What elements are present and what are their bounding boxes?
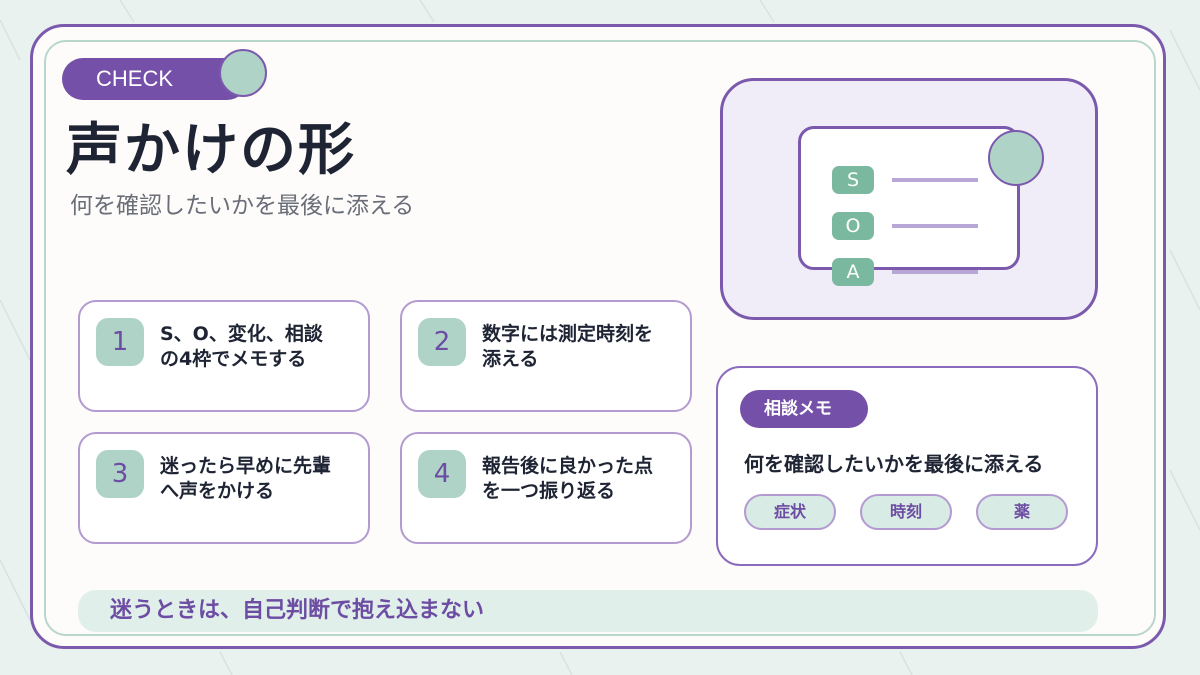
text-line-icon	[892, 178, 978, 182]
memo-document-icon	[798, 126, 1020, 270]
memo-text: 何を確認したいかを最後に添える	[744, 452, 1044, 476]
footer-note: 迷うときは、自己判断で抱え込まない	[78, 590, 1098, 632]
page-subtitle: 何を確認したいかを最後に添える	[70, 193, 415, 219]
step-number: 2	[418, 318, 466, 366]
chip-time: 時刻	[860, 494, 952, 530]
check-badge: CHECK	[62, 58, 248, 100]
slide-inner-border	[44, 40, 1156, 636]
document-circle-icon	[988, 130, 1044, 186]
step-number: 1	[96, 318, 144, 366]
step-text: 報告後に良かった点 を一つ振り返る	[482, 455, 654, 502]
step-card-4: 4 報告後に良かった点 を一つ振り返る	[400, 432, 692, 544]
step-number: 3	[96, 450, 144, 498]
text-line-icon	[892, 224, 978, 228]
step-number: 4	[418, 450, 466, 498]
soap-tag-a: A	[832, 258, 874, 286]
step-text: 数字には測定時刻を 添える	[482, 323, 654, 370]
chip-medicine: 薬	[976, 494, 1068, 530]
step-text: S、O、変化、相談 の4枠でメモする	[160, 323, 323, 370]
step-card-3: 3 迷ったら早めに先輩 へ声をかける	[78, 432, 370, 544]
step-card-2: 2 数字には測定時刻を 添える	[400, 300, 692, 412]
badge-circle-icon	[219, 49, 267, 97]
step-text: 迷ったら早めに先輩 へ声をかける	[160, 455, 332, 502]
step-card-1: 1 S、O、変化、相談 の4枠でメモする	[78, 300, 370, 412]
soap-tag-o: O	[832, 212, 874, 240]
page-title: 声かけの形	[66, 118, 356, 183]
memo-label: 相談メモ	[740, 390, 868, 428]
soap-tag-s: S	[832, 166, 874, 194]
chip-symptom: 症状	[744, 494, 836, 530]
text-line-icon	[892, 270, 978, 274]
